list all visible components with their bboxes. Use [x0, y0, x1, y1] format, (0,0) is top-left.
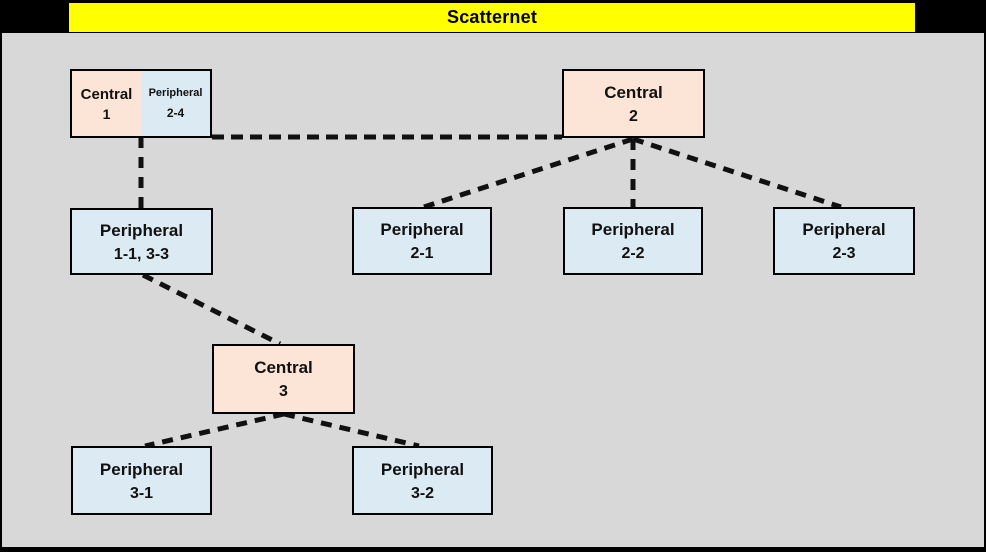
title-bar: Scatternet — [69, 3, 915, 32]
node-label: 3-2 — [410, 484, 435, 502]
page-title: Scatternet — [446, 7, 538, 27]
node-label: Peripheral — [591, 220, 675, 240]
node-label: Peripheral — [99, 220, 184, 240]
node-label: Peripheral — [99, 459, 184, 479]
node-peripheral-2-2: Peripheral 2-2 — [563, 207, 703, 275]
node-label: 3 — [279, 383, 288, 401]
node-central-3: Central 3 — [212, 344, 355, 414]
node-peripheral-2-4: Peripheral 2-4 — [141, 71, 210, 136]
node-label: 2-2 — [621, 245, 645, 263]
node-peripheral-1-1-3-3: Peripheral 1-1, 3-3 — [70, 208, 213, 275]
node-label: Central — [80, 85, 133, 103]
node-label: 2 — [629, 107, 638, 125]
node-peripheral-3-1: Peripheral 3-1 — [71, 446, 212, 515]
node-label: 2-3 — [832, 245, 856, 263]
node-central-2: Central 2 — [562, 69, 705, 138]
node-label: Central — [254, 358, 313, 378]
node-peripheral-3-2: Peripheral 3-2 — [352, 446, 493, 515]
node-label: Peripheral — [802, 220, 886, 240]
node-label: Central — [604, 82, 663, 102]
node-label: 3-1 — [129, 484, 154, 502]
node-central-1: Central 1 — [72, 71, 141, 136]
node-label: 2-4 — [166, 106, 185, 121]
node-label: Peripheral — [148, 87, 203, 100]
node-peripheral-2-3: Peripheral 2-3 — [773, 207, 915, 275]
node-label: 1-1, 3-3 — [113, 245, 170, 263]
node-label: 1 — [102, 106, 111, 123]
node-label: Peripheral — [380, 459, 465, 479]
node-label: 2-1 — [410, 245, 434, 263]
node-label: Peripheral — [380, 220, 464, 240]
node-peripheral-2-1: Peripheral 2-1 — [352, 207, 492, 275]
node-central-1-peripheral-2-4: Central 1 Peripheral 2-4 — [70, 69, 212, 138]
